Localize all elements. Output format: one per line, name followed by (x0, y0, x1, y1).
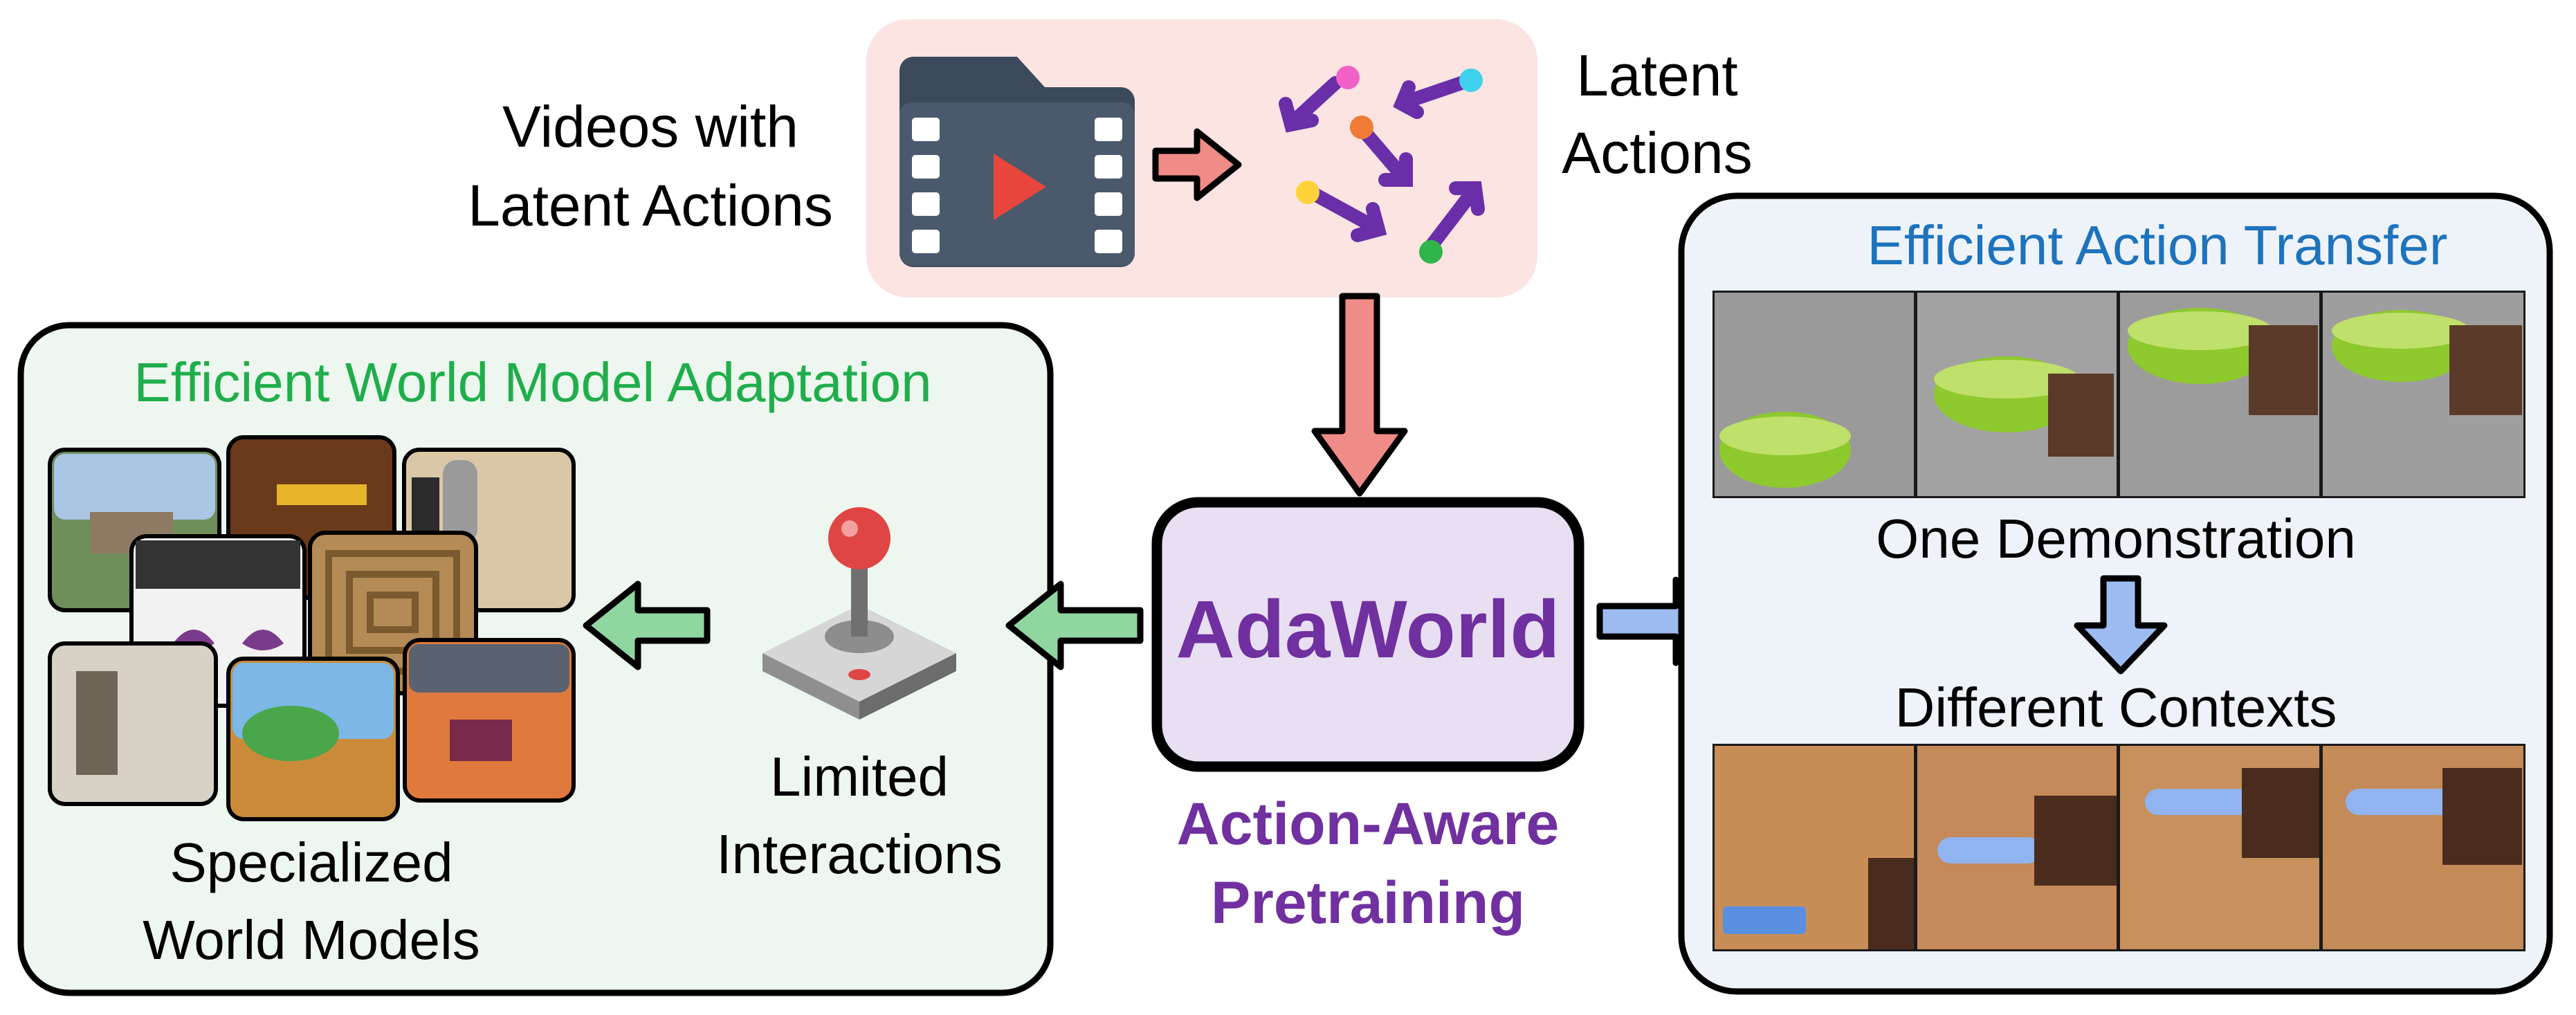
latent-dot-orange (1350, 116, 1373, 139)
limited-interactions-line2: Interactions (716, 823, 1003, 885)
thumb-indoor-room (48, 641, 218, 806)
specialized-world-models-collage (48, 435, 576, 821)
latent-label-line1: Latent (1576, 43, 1738, 108)
adaptation-left-arrow (583, 580, 711, 670)
specialized-line2: World Models (143, 909, 480, 971)
context-frames (1712, 744, 2525, 951)
latent-dot-cyan (1459, 68, 1483, 92)
demo-to-contexts-arrow (2074, 575, 2168, 675)
specialized-line1: Specialized (170, 832, 453, 893)
latent-dot-green (1419, 240, 1443, 264)
latent-dot-yellow (1296, 181, 1319, 204)
demonstration-frames (1712, 291, 2525, 498)
left-panel-title: Efficient World Model Adaptation (134, 351, 931, 413)
pretraining-subtitle-line2: Pretraining (1211, 870, 1525, 936)
latent-label-line2: Actions (1562, 120, 1752, 185)
right-panel-title: Efficient Action Transfer (1867, 214, 2448, 276)
limited-interactions-line1: Limited (770, 746, 949, 807)
pretraining-left-arrow (1005, 580, 1144, 670)
videos-label-line2: Latent Actions (468, 173, 833, 238)
latent-dot-pink (1336, 66, 1360, 89)
adaworld-title: AdaWorld (1176, 584, 1560, 675)
latent-actions-icon (1279, 75, 1485, 253)
pretraining-down-arrow (1311, 293, 1408, 497)
one-demonstration-label: One Demonstration (1876, 508, 2356, 569)
videos-label-line1: Videos with (502, 94, 798, 159)
video-folder-icon (899, 57, 1135, 267)
pretraining-subtitle-line1: Action-Aware (1177, 791, 1560, 857)
different-contexts-label: Different Contexts (1895, 677, 2337, 738)
adaworld-box (1151, 497, 1584, 772)
joystick-icon (762, 507, 956, 720)
video-to-latent-arrow (1152, 128, 1242, 201)
